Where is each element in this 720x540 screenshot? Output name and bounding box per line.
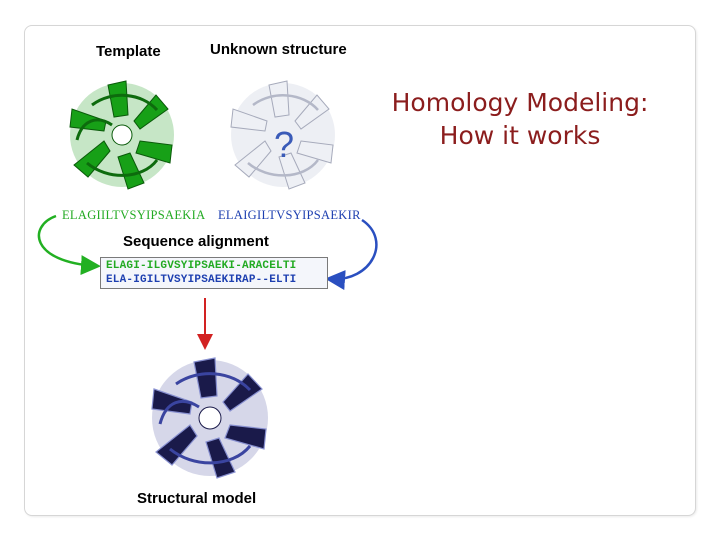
alignment-line-template: ELAGI-ILGVSYIPSAEKI-ARACELTI [106,260,297,272]
unknown-protein-image [230,80,335,190]
question-mark: ? [274,124,295,165]
template-label: Template [96,43,161,60]
sequence-alignment-label: Sequence alignment [123,233,269,250]
structural-model-label: Structural model [137,490,257,507]
slide-title: Homology Modeling: How it works [370,86,670,152]
green-curved-arrow [37,214,101,276]
alignment-box: ELAGI-ILGVSYIPSAEKI-ARACELTI ELA-IGILTVS… [100,257,328,289]
title-line-2: How it works [439,121,601,150]
unknown-sequence: ELAIGILTVSYIPSAEKIR [218,208,361,222]
unknown-structure-label: Unknown structure [210,41,347,58]
blue-curved-arrow [325,218,378,291]
template-sequence: ELAGIILTVSYIPSAEKIA [62,208,206,222]
template-protein-image [69,80,174,190]
title-line-1: Homology Modeling: [391,88,649,117]
alignment-line-unknown: ELA-IGILTVSYIPSAEKIRAP--ELTI [106,274,297,286]
model-protein-image [151,357,268,479]
